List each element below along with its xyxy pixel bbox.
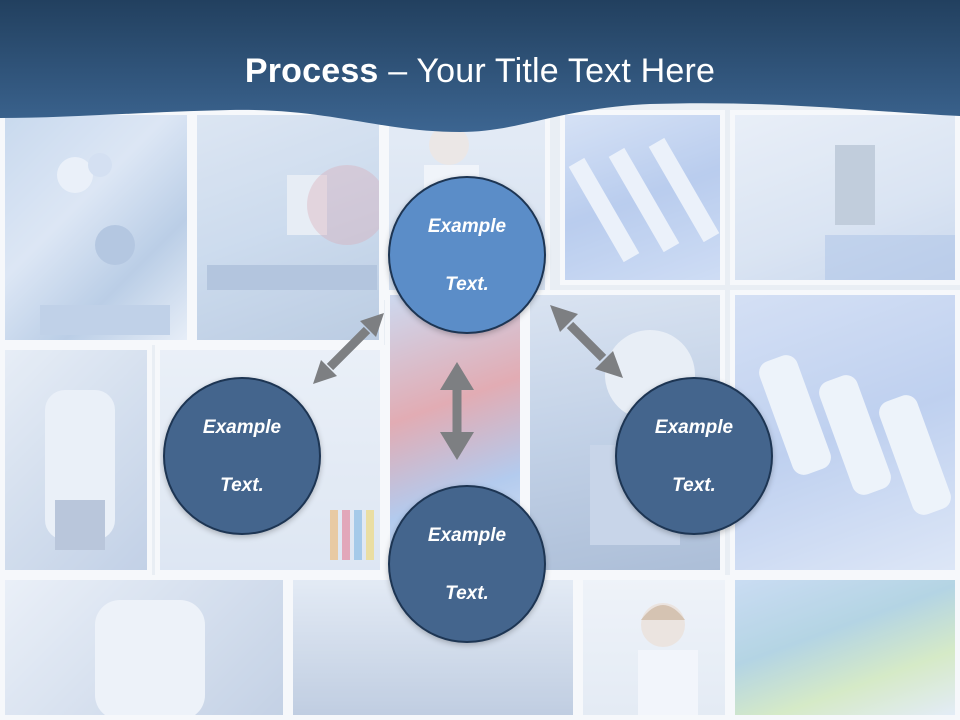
photo-tile-colored-tubes [730,575,960,720]
node-text-line2: Text. [220,474,264,496]
title-bold: Process [244,52,379,90]
photo-tile-objective [0,345,152,575]
node-text-line2: Text. [445,273,489,295]
arrow-top-right [550,305,623,378]
node-text-line1: Example [202,416,282,438]
title-text: Your Title Text Here [416,52,716,90]
photo-tile-scientist-at-microscope [578,575,730,720]
node-text-line1: Example [427,524,507,546]
photo-tile-scientist-microscope [730,110,960,285]
arrow-top-left [313,313,384,384]
node-text-line2: Text. [445,582,489,604]
photo-tile-microscope [0,110,192,345]
header-banner [0,0,960,132]
slide-title: Process – Your Title Text Here [0,52,960,91]
photo-tile-objective-closeup [0,575,288,720]
node-text-line2: Text. [672,474,716,496]
photo-tile-microscope-stage [192,110,384,345]
node-text-line1: Example [654,416,734,438]
title-separator: – [378,52,417,90]
arrow-vertical [440,362,474,460]
photo-tile-test-tubes [560,110,725,285]
node-text-line1: Example [427,215,507,237]
